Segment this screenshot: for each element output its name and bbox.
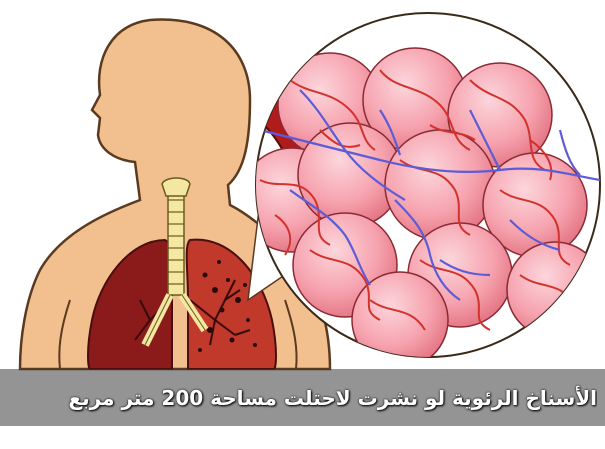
caption-text: الأسناخ الرئوية لو نشرت لاحتلت مساحة 200… xyxy=(0,380,597,416)
